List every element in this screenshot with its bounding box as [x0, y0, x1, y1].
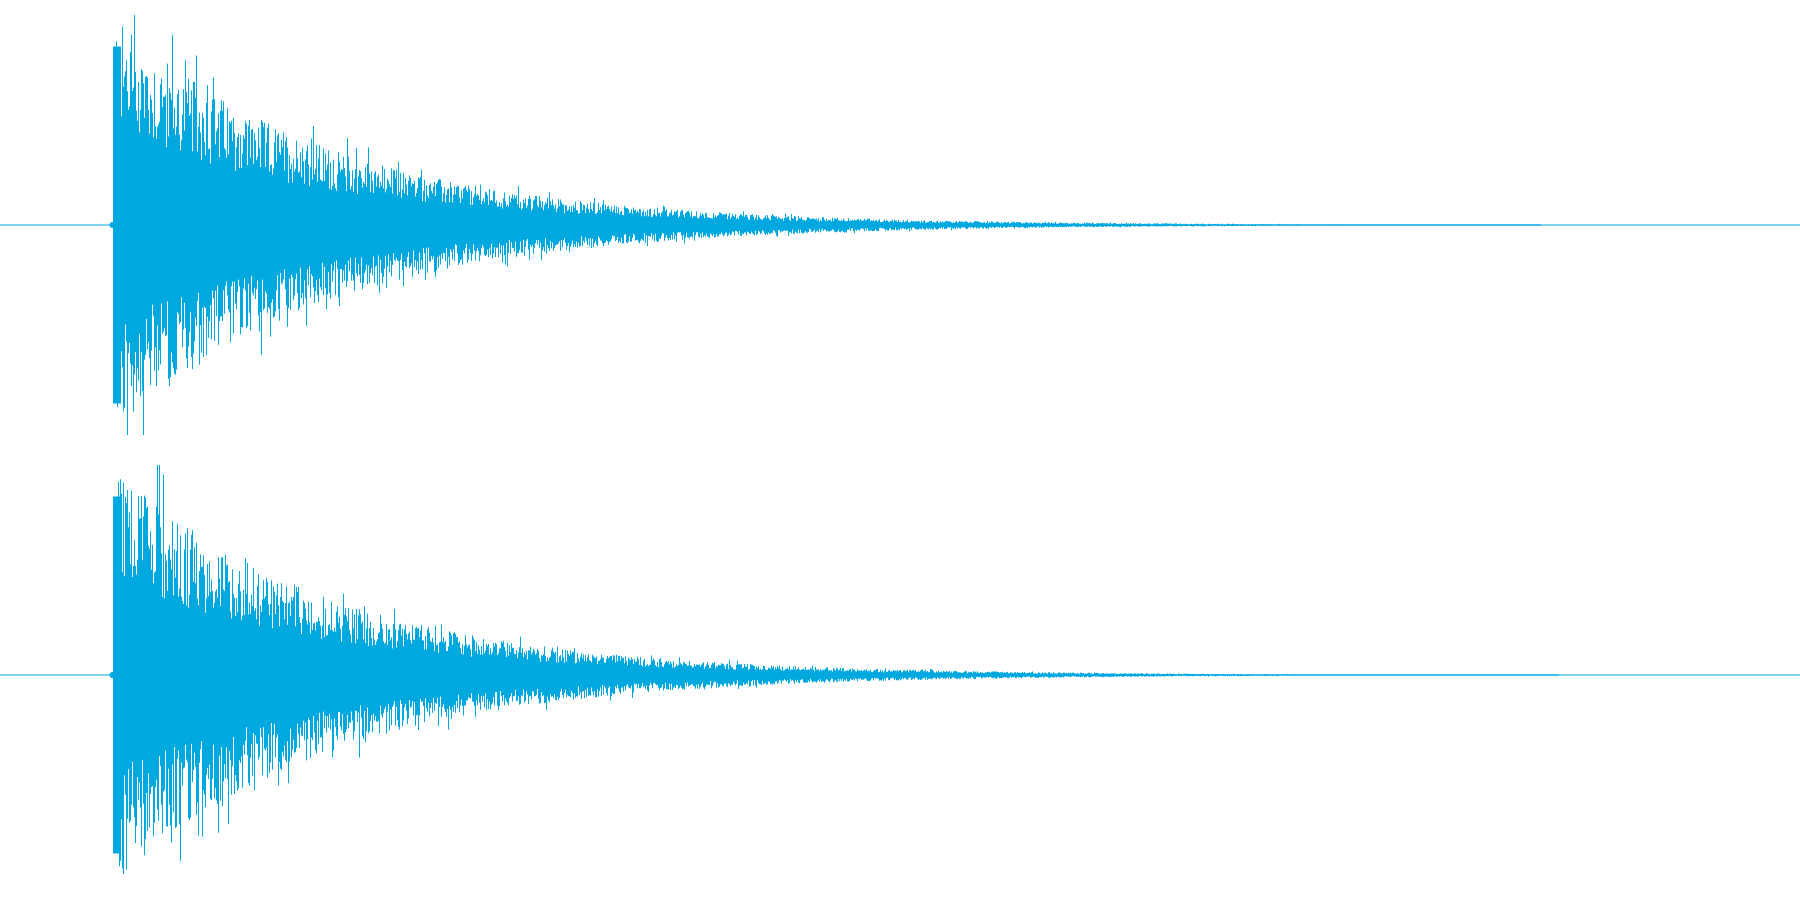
waveform-envelope: [113, 15, 1541, 435]
waveform-envelope: [113, 465, 1559, 875]
channel-1-waveform: [0, 15, 1800, 435]
channel-2-waveform: [0, 465, 1800, 875]
